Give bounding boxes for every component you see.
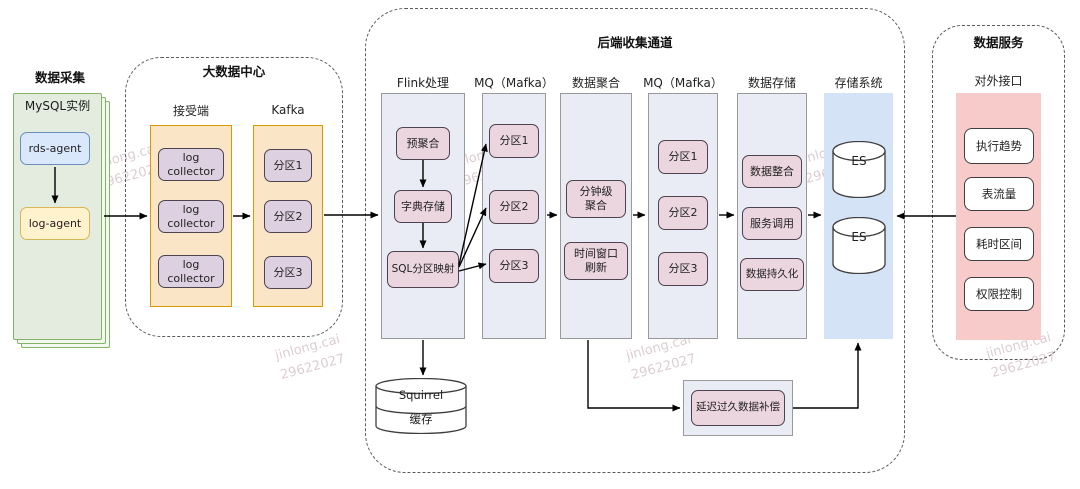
es-cylinder: ES [832, 140, 886, 199]
database-cylinder-icon [375, 377, 467, 435]
node-pre-aggregation: 预聚合 [396, 127, 450, 160]
node-delayed-data-compensation: 延迟过久数据补偿 [691, 390, 785, 426]
node-execution-trend: 执行趋势 [964, 128, 1034, 164]
node-mq2-partition: 分区1 [658, 140, 708, 174]
flink-column-label: Flink处理 [396, 75, 450, 90]
database-cylinder-icon [832, 216, 886, 275]
receiver-column-label: 接受端 [172, 103, 209, 118]
database-cylinder-icon [832, 140, 886, 199]
big-data-center-container [125, 57, 343, 337]
node-dict-storage: 字典存储 [394, 190, 452, 223]
storage-system-label: 存储系统 [834, 75, 883, 90]
es-label: ES [851, 154, 867, 168]
node-log-collector: log collector [158, 148, 224, 181]
node-log-collector: log collector [158, 200, 224, 233]
section-title-backend-channel: 后端收集通道 [597, 34, 673, 50]
node-mq1-partition: 分区2 [489, 190, 539, 224]
data-service-container [932, 25, 1065, 360]
section-title-big-data-center: 大数据中心 [202, 63, 266, 79]
backend-channel-container [365, 8, 905, 473]
node-table-traffic: 表流量 [964, 177, 1034, 211]
section-title-data-service: 数据服务 [973, 34, 1024, 50]
aggregation-column-label: 数据聚合 [571, 75, 620, 90]
node-data-persistence: 数据持久化 [740, 258, 804, 291]
node-kafka-partition: 分区1 [264, 149, 312, 182]
squirrel-label: Squirrel [398, 388, 444, 402]
storage-system-column [824, 93, 893, 339]
squirrel-cache-cylinder: Squirrel 缓存 [375, 377, 467, 435]
node-mq1-partition: 分区1 [489, 124, 539, 158]
node-mq2-partition: 分区3 [658, 252, 708, 286]
node-permission-control: 权限控制 [964, 277, 1034, 311]
mysql-instance-label: MySQL实例 [24, 98, 91, 113]
mq2-column-label: MQ（Mafka） [643, 75, 723, 90]
kafka-column-label: Kafka [271, 103, 305, 117]
node-time-cost-range: 耗时区间 [964, 227, 1034, 261]
node-mq2-partition: 分区2 [658, 196, 708, 230]
datastore-column-label: 数据存储 [747, 75, 796, 90]
node-log-agent: log-agent [20, 207, 90, 240]
node-mq1-partition: 分区3 [489, 249, 539, 283]
node-service-call: 服务调用 [742, 207, 802, 240]
es-label: ES [851, 230, 867, 244]
node-log-collector: log collector [158, 255, 224, 288]
node-kafka-partition: 分区2 [264, 200, 312, 233]
api-column-label: 对外接口 [974, 73, 1023, 88]
node-kafka-partition: 分区3 [264, 256, 312, 289]
node-rds-agent: rds-agent [20, 132, 90, 165]
watermark: jinlong.cai 29622027 [273, 332, 347, 383]
mq1-column-label: MQ（Mafka） [474, 75, 554, 90]
node-sql-partition-mapping: SQL分区映射 [387, 251, 459, 288]
node-data-integration: 数据整合 [742, 155, 802, 188]
es-cylinder: ES [832, 216, 886, 275]
cache-label: 缓存 [409, 412, 433, 426]
node-time-window-refresh: 时间窗口 刷新 [564, 242, 628, 280]
section-title-data-collection: 数据采集 [34, 69, 85, 85]
node-minute-aggregation: 分钟级 聚合 [566, 180, 626, 218]
